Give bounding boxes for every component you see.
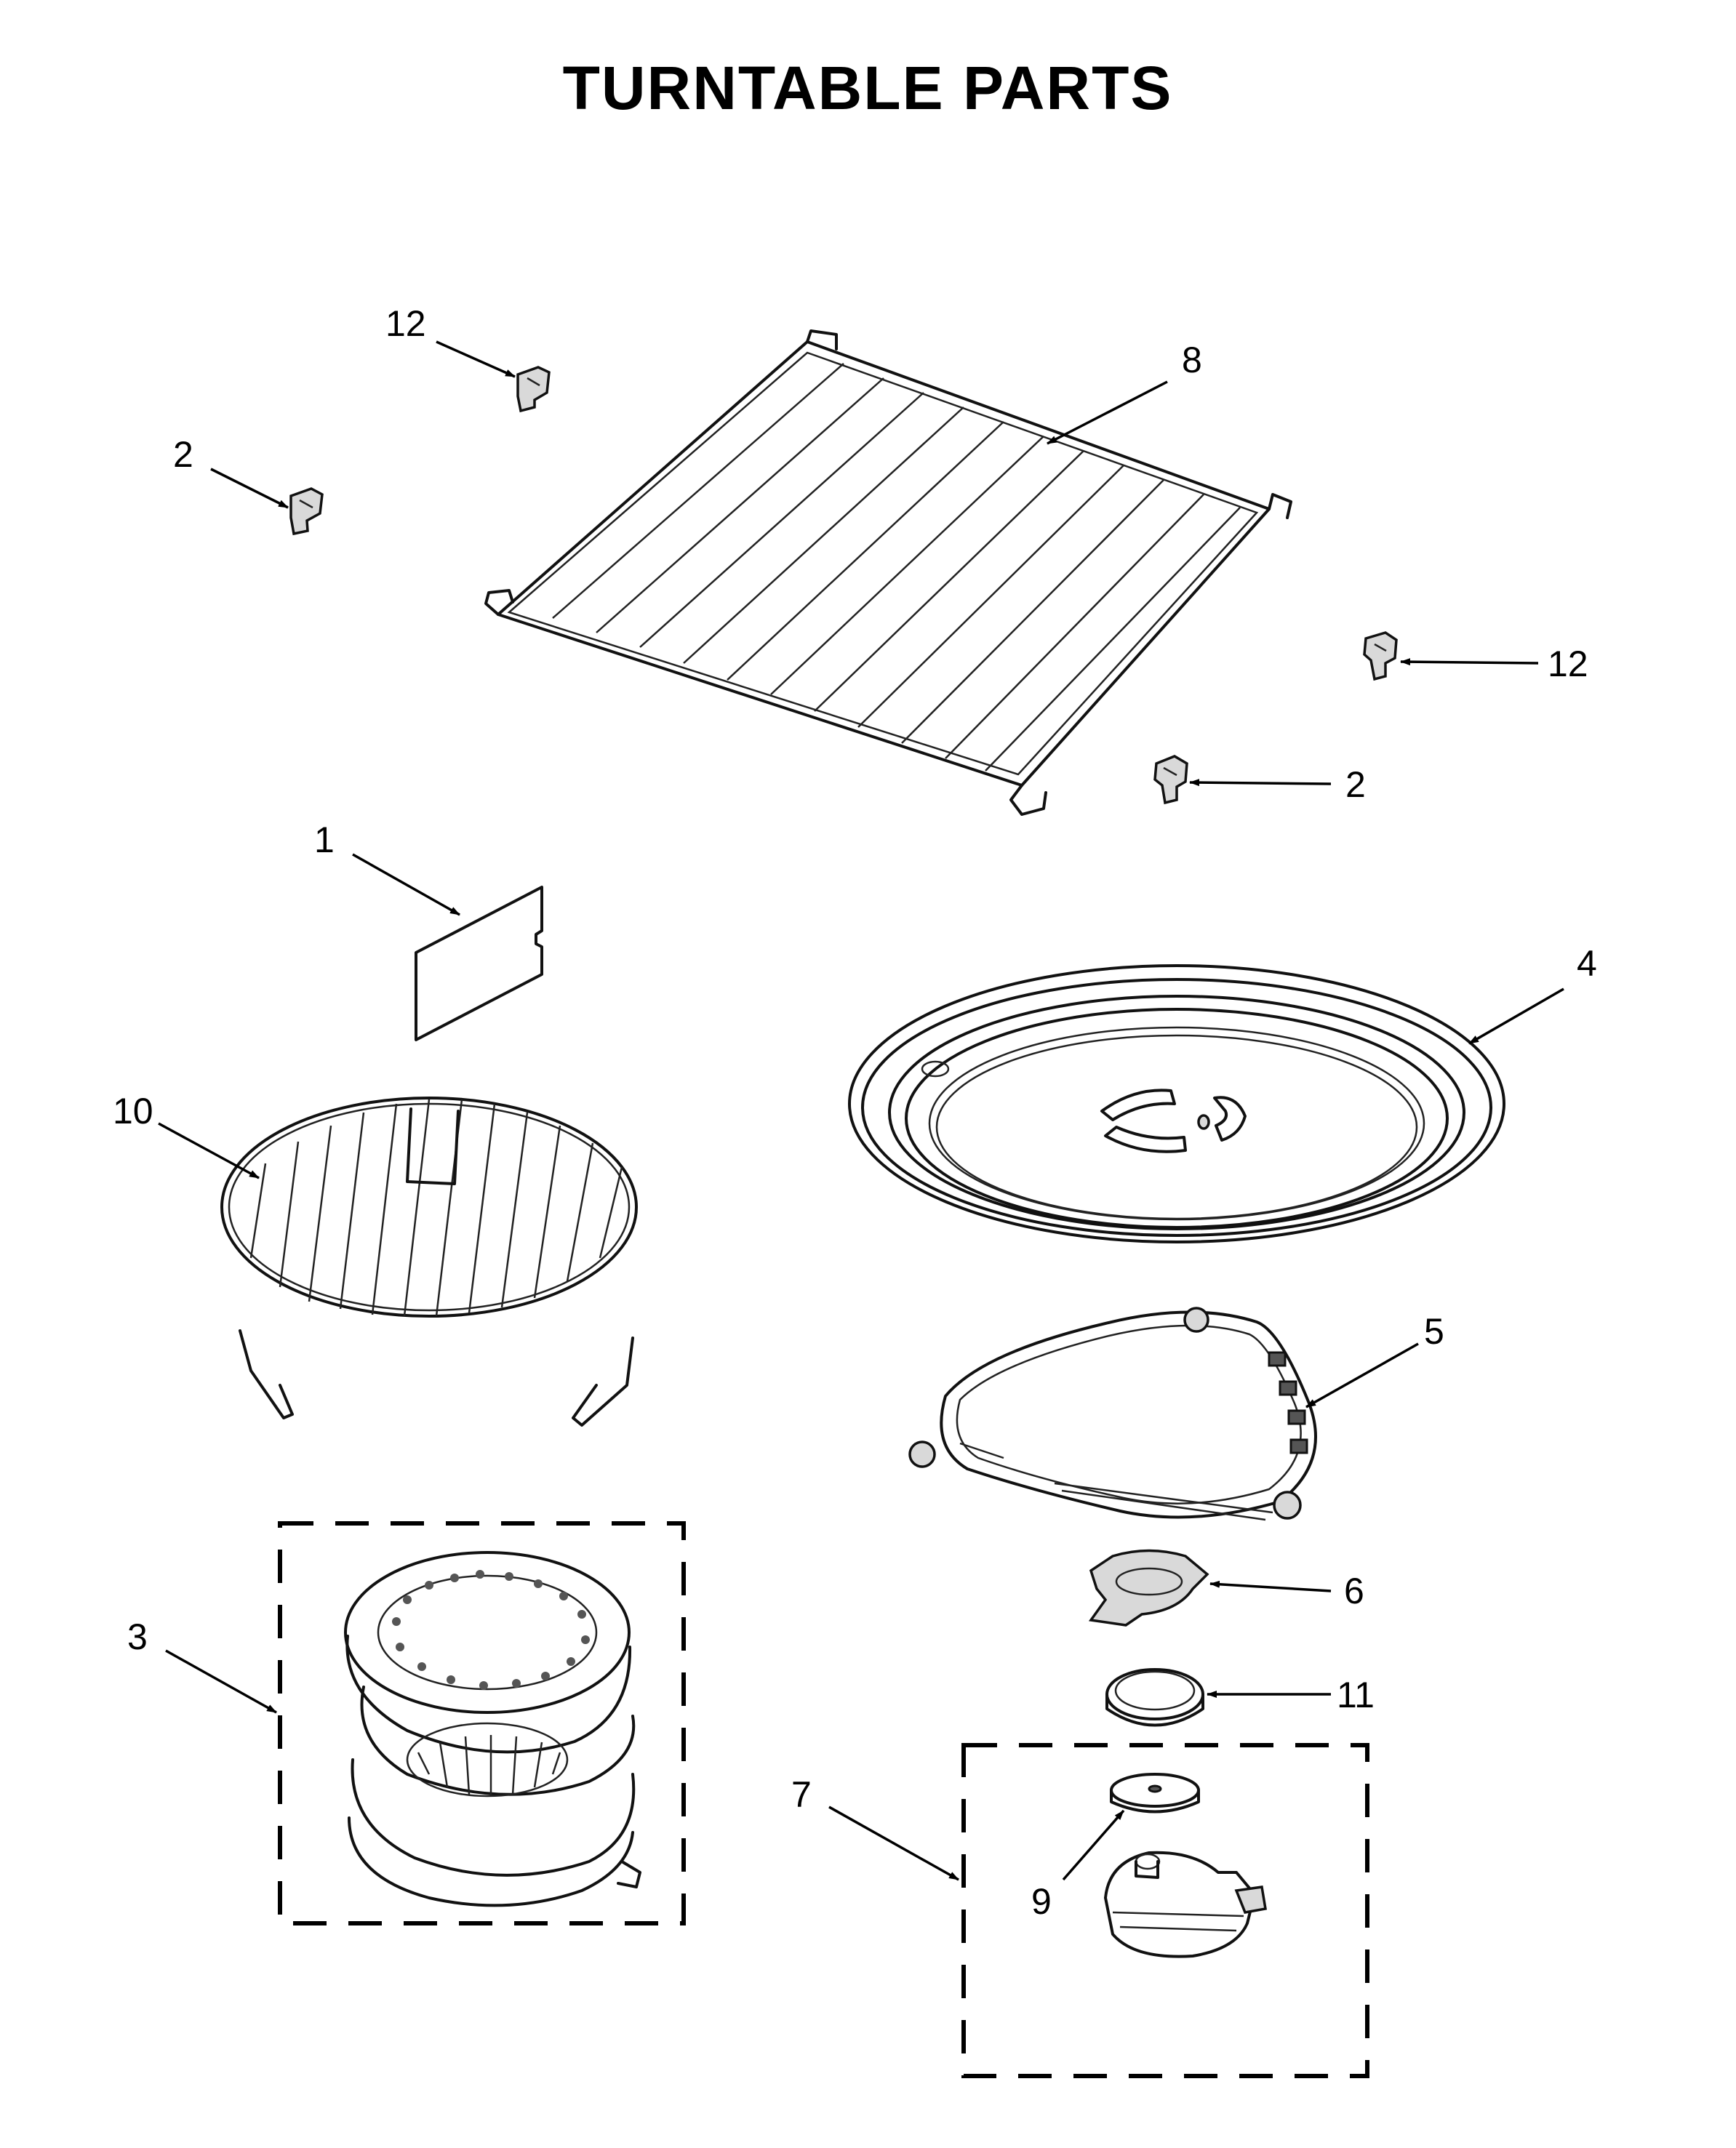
part-8-wire-shelf xyxy=(484,329,1292,816)
callout-7: 7 xyxy=(791,1774,812,1815)
callout-12-right: 12 xyxy=(1548,644,1588,684)
callout-4: 4 xyxy=(1577,943,1597,984)
callout-2-right: 2 xyxy=(1345,764,1366,805)
callout-10: 10 xyxy=(113,1091,153,1131)
part-2-clip-right xyxy=(1153,755,1188,805)
part-3-kit-boundary xyxy=(278,1521,686,1925)
part-7-drive-motor xyxy=(1104,1851,1268,1958)
callout-2-left: 2 xyxy=(173,434,193,475)
part-6-coupler xyxy=(1088,1549,1209,1627)
callout-11: 11 xyxy=(1337,1675,1375,1715)
page-title: TURNTABLE PARTS xyxy=(563,54,1173,122)
part-10-round-rack xyxy=(220,1097,638,1427)
part-5-roller-ring xyxy=(908,1307,1317,1521)
part-12-clip-right xyxy=(1363,631,1398,681)
part-11-ring xyxy=(1105,1668,1204,1727)
callout-3: 3 xyxy=(127,1616,148,1657)
part-2-clip-left xyxy=(289,487,324,536)
part-12-clip-left xyxy=(516,366,551,413)
callout-8: 8 xyxy=(1182,340,1202,380)
callout-labels: 12 8 2 12 2 1 4 10 5 6 3 11 7 9 xyxy=(113,303,1597,1922)
part-1-cover-plate xyxy=(415,886,543,1041)
callout-9: 9 xyxy=(1031,1881,1052,1922)
callout-1: 1 xyxy=(314,819,335,860)
part-9-drive-hub xyxy=(1110,1773,1200,1814)
part-3-steamer-dish xyxy=(344,1551,641,1907)
callout-12-top: 12 xyxy=(385,303,426,344)
part-7-kit-boundary xyxy=(961,1743,1369,2078)
callout-5: 5 xyxy=(1424,1311,1444,1352)
callout-6: 6 xyxy=(1344,1571,1364,1611)
leader-lines xyxy=(158,340,1564,1881)
part-4-turntable-tray xyxy=(848,964,1505,1243)
